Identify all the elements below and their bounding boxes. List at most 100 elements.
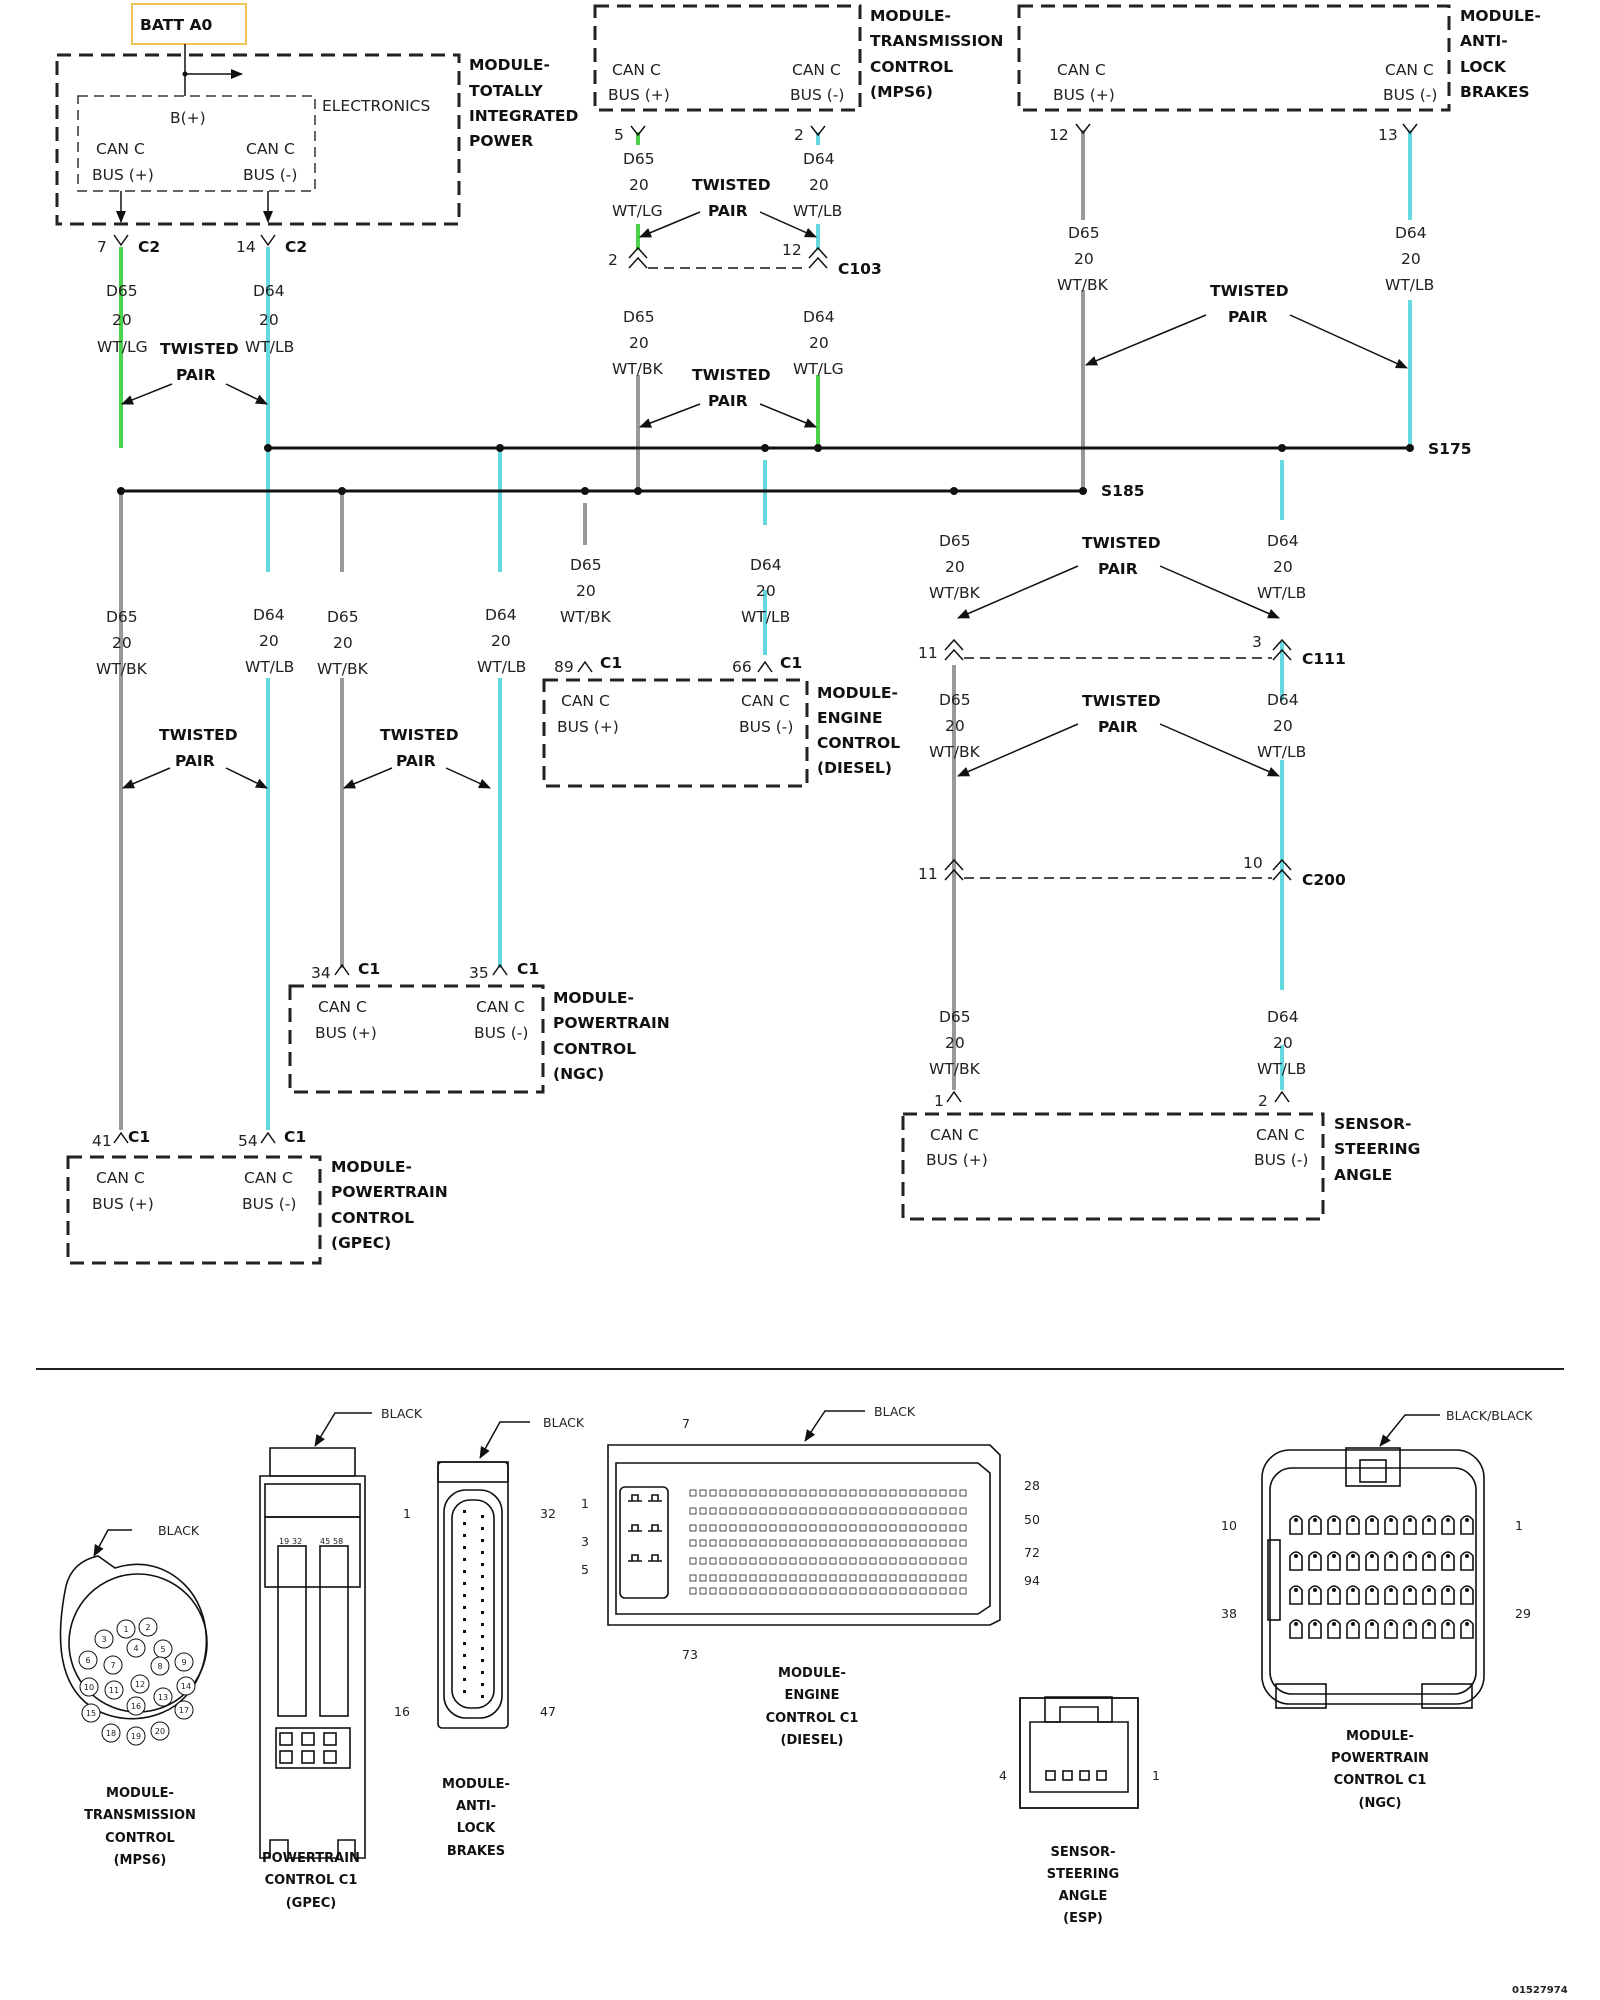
- ngc-caption: MODULE- POWERTRAIN CONTROL C1 (NGC): [1331, 1729, 1429, 1811]
- svg-text:WT/BK: WT/BK: [612, 360, 664, 378]
- ecm-power-pin: [648, 1554, 662, 1562]
- svg-text:C1: C1: [358, 960, 380, 978]
- ecm-pin: [849, 1539, 857, 1547]
- svg-text:C111: C111: [1302, 650, 1346, 668]
- svg-text:34: 34: [311, 964, 331, 982]
- svg-text:ANTI-: ANTI-: [1460, 32, 1508, 50]
- svg-text:73: 73: [682, 1647, 698, 1662]
- abs-pin: [463, 1594, 466, 1597]
- ecm-pin: [929, 1539, 937, 1547]
- ecm-pin: [929, 1587, 937, 1595]
- tipm-box: [55, 53, 461, 226]
- ecm-pin: [689, 1574, 697, 1582]
- svg-text:MODULE-: MODULE-: [469, 56, 550, 74]
- ecm-pin: [929, 1524, 937, 1532]
- tcm-pin: [150, 1721, 170, 1741]
- ecm-pin: [799, 1539, 807, 1547]
- ecm-pin: [819, 1574, 827, 1582]
- svg-text:3: 3: [581, 1534, 589, 1549]
- svg-text:5: 5: [581, 1562, 589, 1577]
- ecm-pin: [689, 1539, 697, 1547]
- svg-text:CAN C: CAN C: [792, 61, 841, 79]
- svg-text:29: 29: [1515, 1606, 1531, 1621]
- ecm-pin: [789, 1489, 797, 1497]
- svg-text:20: 20: [576, 582, 596, 600]
- ecm-pin: [789, 1574, 797, 1582]
- tipm-canc-neg: CAN C: [246, 140, 295, 158]
- svg-text:2: 2: [608, 251, 618, 269]
- ecm-pin: [869, 1524, 877, 1532]
- ecm-pin: [859, 1557, 867, 1565]
- ecm-pin: [909, 1507, 917, 1515]
- ecm-pin: [959, 1507, 967, 1515]
- ecm-pin: [749, 1524, 757, 1532]
- svg-text:TWISTED: TWISTED: [1082, 534, 1161, 552]
- svg-text:BUS (-): BUS (-): [739, 718, 793, 736]
- ecm-pin: [729, 1574, 737, 1582]
- ecm-pin: [729, 1507, 737, 1515]
- svg-text:CAN C: CAN C: [612, 61, 661, 79]
- ecm-pin: [949, 1587, 957, 1595]
- splice-s185: S185: [1101, 482, 1145, 500]
- svg-text:D65: D65: [570, 556, 602, 574]
- svg-text:WT/LB: WT/LB: [245, 338, 294, 356]
- ecm-pin: [849, 1557, 857, 1565]
- ecm-pin: [739, 1489, 747, 1497]
- svg-text:CONTROL: CONTROL: [331, 1209, 414, 1227]
- ecm-pin: [829, 1557, 837, 1565]
- ngc-pin: [1346, 1551, 1360, 1571]
- ecm-power-pin: [628, 1494, 642, 1502]
- svg-text:WT/LB: WT/LB: [741, 608, 790, 626]
- wires: [119, 130, 1412, 1130]
- tcm-title: MODULE- TRANSMISSION CONTROL (MPS6): [870, 7, 1003, 101]
- ecm-pin: [769, 1574, 777, 1582]
- ecm-pin: [939, 1507, 947, 1515]
- abs-module: CAN C BUS (+) CAN C BUS (-) MODULE- ANTI…: [1017, 4, 1541, 112]
- tcm-pin: [101, 1723, 121, 1743]
- ecm-pin: [769, 1489, 777, 1497]
- svg-text:20: 20: [491, 632, 511, 650]
- ecm-pin: [729, 1489, 737, 1497]
- svg-text:CONTROL: CONTROL: [817, 734, 900, 752]
- ecm-pin: [869, 1489, 877, 1497]
- svg-text:14: 14: [236, 238, 256, 256]
- tcm-pin: [176, 1676, 196, 1696]
- tcm-pin: [126, 1726, 146, 1746]
- svg-text:BUS (-): BUS (-): [1383, 86, 1437, 104]
- ecm-pin: [859, 1524, 867, 1532]
- svg-text:(NGC): (NGC): [1359, 1796, 1402, 1811]
- svg-text:ENGINE: ENGINE: [817, 709, 883, 727]
- svg-text:32: 32: [292, 1537, 302, 1546]
- svg-text:MODULE-: MODULE-: [778, 1666, 846, 1681]
- ecm-pin: [799, 1574, 807, 1582]
- ngc-pin: [1422, 1551, 1436, 1571]
- ecm-pin: [719, 1539, 727, 1547]
- tcm-pin: [81, 1703, 101, 1723]
- ecm-pin: [889, 1507, 897, 1515]
- svg-text:C1: C1: [284, 1128, 306, 1146]
- svg-text:MODULE-: MODULE-: [442, 1777, 510, 1792]
- abs-pin: [481, 1563, 484, 1566]
- svg-text:CAN C: CAN C: [930, 1126, 979, 1144]
- ngc-pin: [1441, 1619, 1455, 1639]
- svg-text:D64: D64: [750, 556, 782, 574]
- ecm-pin: [919, 1539, 927, 1547]
- ecm-pin: [699, 1574, 707, 1582]
- svg-text:20: 20: [333, 634, 353, 652]
- ecm-pin: [819, 1524, 827, 1532]
- ecm-pin: [789, 1587, 797, 1595]
- ecm-pin: [809, 1557, 817, 1565]
- svg-text:20: 20: [1074, 250, 1094, 268]
- tcm-pin: [78, 1650, 98, 1670]
- svg-text:D65: D65: [939, 1008, 971, 1026]
- svg-text:POWERTRAIN: POWERTRAIN: [553, 1014, 670, 1032]
- ecm-pin: [849, 1524, 857, 1532]
- ecm-pin: [939, 1489, 947, 1497]
- svg-text:D64: D64: [253, 282, 285, 300]
- ecm-pin: [699, 1489, 707, 1497]
- ecm-pin: [819, 1539, 827, 1547]
- tcm-pin: [126, 1638, 146, 1658]
- ecm-pin: [859, 1587, 867, 1595]
- ecm-pin: [929, 1557, 937, 1565]
